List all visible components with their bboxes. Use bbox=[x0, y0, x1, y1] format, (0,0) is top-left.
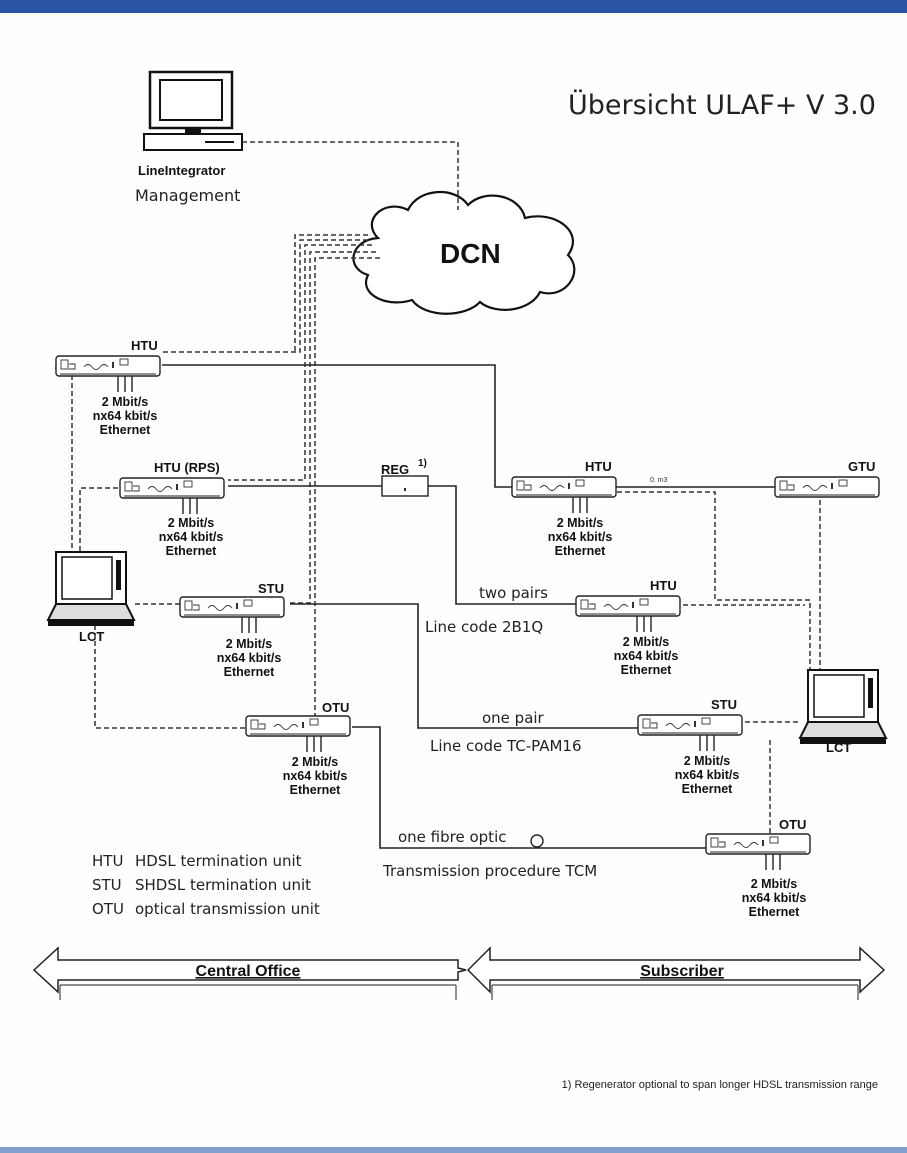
htu-co-device bbox=[55, 355, 161, 377]
interfaces-htu-sub1: 2 Mbit/s nx64 kbit/s Ethernet bbox=[548, 516, 613, 558]
lct-left-label: LCT bbox=[79, 629, 104, 644]
svg-text:2 Mbit/s: 2 Mbit/s bbox=[557, 516, 604, 530]
svg-text:Ethernet: Ethernet bbox=[621, 663, 673, 677]
reg-footnote-mark: 1) bbox=[418, 458, 427, 469]
one-pair-label: one pair bbox=[482, 709, 545, 727]
svg-text:2 Mbit/s: 2 Mbit/s bbox=[226, 637, 273, 651]
htu-rps-device bbox=[119, 477, 225, 499]
svg-text:Ethernet: Ethernet bbox=[682, 782, 734, 796]
laptop-icon-right bbox=[799, 669, 887, 745]
svg-text:2 Mbit/s: 2 Mbit/s bbox=[623, 635, 670, 649]
svg-text:Ethernet: Ethernet bbox=[555, 544, 607, 558]
svg-text:2 Mbit/s: 2 Mbit/s bbox=[292, 755, 339, 769]
page-title: Übersicht ULAF+ V 3.0 bbox=[568, 89, 876, 121]
htu-sub1-device bbox=[511, 476, 617, 498]
svg-text:nx64 kbit/s: nx64 kbit/s bbox=[548, 530, 613, 544]
svg-text:Ethernet: Ethernet bbox=[166, 544, 218, 558]
otu-sub-device bbox=[705, 833, 811, 855]
stu-sub-label: STU bbox=[711, 697, 737, 712]
svg-text:nx64 kbit/s: nx64 kbit/s bbox=[217, 651, 282, 665]
svg-text:nx64 kbit/s: nx64 kbit/s bbox=[614, 649, 679, 663]
interfaces-htu-co: 2 Mbit/s nx64 kbit/s Ethernet bbox=[93, 395, 158, 437]
tcm-label: Transmission procedure TCM bbox=[382, 862, 597, 880]
interfaces-htu-rps: 2 Mbit/s nx64 kbit/s Ethernet bbox=[159, 516, 224, 558]
line-code-tcpam-label: Line code TC-PAM16 bbox=[430, 737, 582, 755]
reg-label: REG bbox=[381, 462, 409, 477]
svg-text:Ethernet: Ethernet bbox=[749, 905, 801, 919]
central-office-label: Central Office bbox=[196, 963, 301, 980]
stu-co-device bbox=[179, 596, 285, 618]
lct-right-label: LCT bbox=[826, 740, 851, 755]
legend-abbr-htu: HTU bbox=[92, 852, 123, 870]
regenerator-box bbox=[381, 475, 429, 497]
interfaces-otu-sub: 2 Mbit/s nx64 kbit/s Ethernet bbox=[742, 877, 807, 919]
stu-co-label: STU bbox=[258, 581, 284, 596]
legend-text-htu: HDSL termination unit bbox=[135, 852, 302, 870]
svg-text:2 Mbit/s: 2 Mbit/s bbox=[168, 516, 215, 530]
interfaces-stu-sub: 2 Mbit/s nx64 kbit/s Ethernet bbox=[675, 754, 740, 796]
bottom-color-bar bbox=[0, 1147, 907, 1153]
top-color-bar bbox=[0, 0, 907, 13]
line-code-2b1q-label: Line code 2B1Q bbox=[425, 618, 543, 636]
svg-text:2 Mbit/s: 2 Mbit/s bbox=[684, 754, 731, 768]
subscriber-label: Subscriber bbox=[640, 963, 724, 980]
htu-rps-label: HTU (RPS) bbox=[154, 460, 220, 475]
interfaces-htu-sub2: 2 Mbit/s nx64 kbit/s Ethernet bbox=[614, 635, 679, 677]
svg-text:nx64 kbit/s: nx64 kbit/s bbox=[675, 768, 740, 782]
otu-sub-label: OTU bbox=[779, 817, 806, 832]
svg-text:nx64 kbit/s: nx64 kbit/s bbox=[159, 530, 224, 544]
interfaces-stu-co: 2 Mbit/s nx64 kbit/s Ethernet bbox=[217, 637, 282, 679]
svg-text:nx64 kbit/s: nx64 kbit/s bbox=[93, 409, 158, 423]
management-label: Management bbox=[135, 186, 240, 205]
htu-sub2-label: HTU bbox=[650, 578, 677, 593]
legend-abbr-stu: STU bbox=[92, 876, 122, 894]
gtu-label: GTU bbox=[848, 459, 875, 474]
laptop-icon-left bbox=[47, 551, 135, 627]
legend: HTU HDSL termination unit STU SHDSL term… bbox=[92, 852, 320, 918]
svg-text:Ethernet: Ethernet bbox=[290, 783, 342, 797]
svg-text:2 Mbit/s: 2 Mbit/s bbox=[751, 877, 798, 891]
svg-text:nx64 kbit/s: nx64 kbit/s bbox=[742, 891, 807, 905]
htu-sub2-device bbox=[575, 595, 681, 617]
svg-text:Ethernet: Ethernet bbox=[224, 665, 276, 679]
gtu-device bbox=[774, 476, 880, 498]
interfaces-otu-co: 2 Mbit/s nx64 kbit/s Ethernet bbox=[283, 755, 348, 797]
dcn-cloud bbox=[352, 191, 576, 315]
dcn-label: DCN bbox=[440, 238, 501, 269]
legend-text-stu: SHDSL termination unit bbox=[135, 876, 311, 894]
footnote: 1) Regenerator optional to span longer H… bbox=[562, 1079, 878, 1091]
legend-abbr-otu: OTU bbox=[92, 900, 124, 918]
two-pairs-label: two pairs bbox=[479, 584, 548, 602]
svg-text:nx64 kbit/s: nx64 kbit/s bbox=[283, 769, 348, 783]
computer-icon bbox=[143, 70, 243, 151]
stu-sub-device bbox=[637, 714, 743, 736]
mini-link-label: 0. m3 bbox=[650, 477, 668, 484]
svg-text:2 Mbit/s: 2 Mbit/s bbox=[102, 395, 149, 409]
lineintegrator-label: LineIntegrator bbox=[138, 163, 225, 178]
otu-co-device bbox=[245, 715, 351, 737]
htu-co-label: HTU bbox=[131, 338, 158, 353]
legend-text-otu: optical transmission unit bbox=[135, 900, 320, 918]
otu-co-label: OTU bbox=[322, 700, 349, 715]
one-fibre-label: one fibre optic bbox=[398, 828, 506, 846]
htu-sub1-label: HTU bbox=[585, 459, 612, 474]
svg-text:Ethernet: Ethernet bbox=[100, 423, 152, 437]
